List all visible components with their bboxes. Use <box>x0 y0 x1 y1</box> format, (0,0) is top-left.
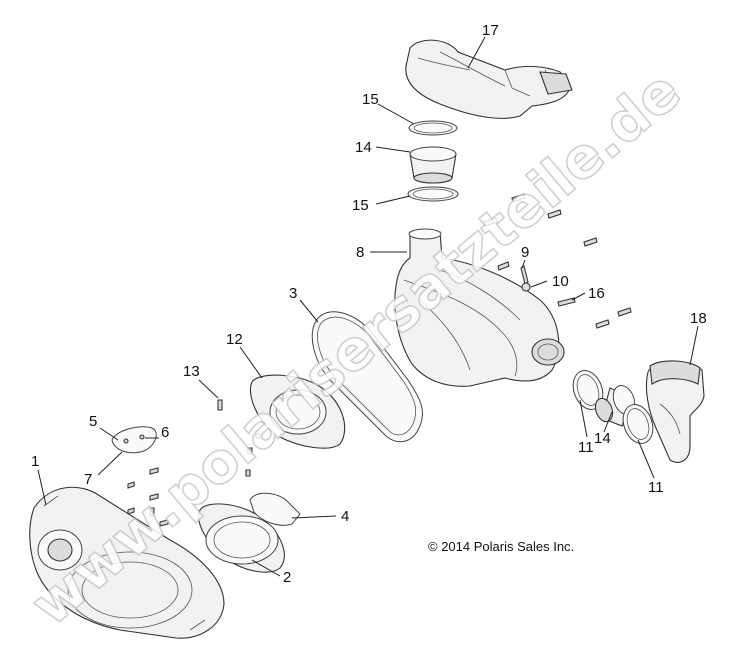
callout-11-left: 11 <box>578 439 594 456</box>
callout-7: 7 <box>84 471 92 488</box>
part-18-side-duct <box>645 360 705 463</box>
part-11-clamp-right <box>622 404 654 444</box>
callout-3: 3 <box>289 285 297 302</box>
callout-14-right: 14 <box>594 430 611 447</box>
callout-17: 17 <box>482 22 499 39</box>
part-11-clamp-left <box>572 370 604 410</box>
part-2-cover-cup <box>198 503 285 573</box>
callout-5: 5 <box>89 413 97 430</box>
callout-12: 12 <box>226 331 243 348</box>
callout-16: 16 <box>588 285 605 302</box>
callout-2: 2 <box>283 569 291 586</box>
housing-bolts <box>483 193 632 329</box>
part-15-clamp-lower <box>407 186 459 202</box>
callout-13: 13 <box>183 363 200 380</box>
part-1-outer-clutch-cover <box>29 486 225 639</box>
part-15-clamp-upper <box>408 120 458 136</box>
part-4-gasket <box>249 492 301 526</box>
callout-9: 9 <box>521 244 529 261</box>
callout-18: 18 <box>690 310 707 327</box>
part-14-coupler-upper <box>409 146 457 184</box>
callout-1: 1 <box>31 453 39 470</box>
part-12-seal-plate <box>250 374 346 449</box>
callout-numbers: 17 15 14 15 8 9 10 16 18 3 12 13 5 6 7 1… <box>31 22 707 586</box>
callout-15-upper: 15 <box>362 91 379 108</box>
copyright-notice: © 2014 Polaris Sales Inc. <box>428 539 574 554</box>
part-13-bolt <box>217 399 223 411</box>
leader-lines <box>37 36 699 577</box>
cover-screws <box>127 447 253 527</box>
callout-4: 4 <box>341 508 349 525</box>
callout-6: 6 <box>161 424 169 441</box>
callout-10: 10 <box>552 273 569 290</box>
part-17-intake-duct <box>405 39 573 119</box>
callout-15-lower: 15 <box>352 197 369 214</box>
part-5-cover-plate <box>111 426 157 454</box>
part-3-drive-belt <box>311 311 423 443</box>
callout-8: 8 <box>356 244 364 261</box>
callout-11-right: 11 <box>648 479 664 496</box>
callout-14-upper: 14 <box>355 139 372 156</box>
